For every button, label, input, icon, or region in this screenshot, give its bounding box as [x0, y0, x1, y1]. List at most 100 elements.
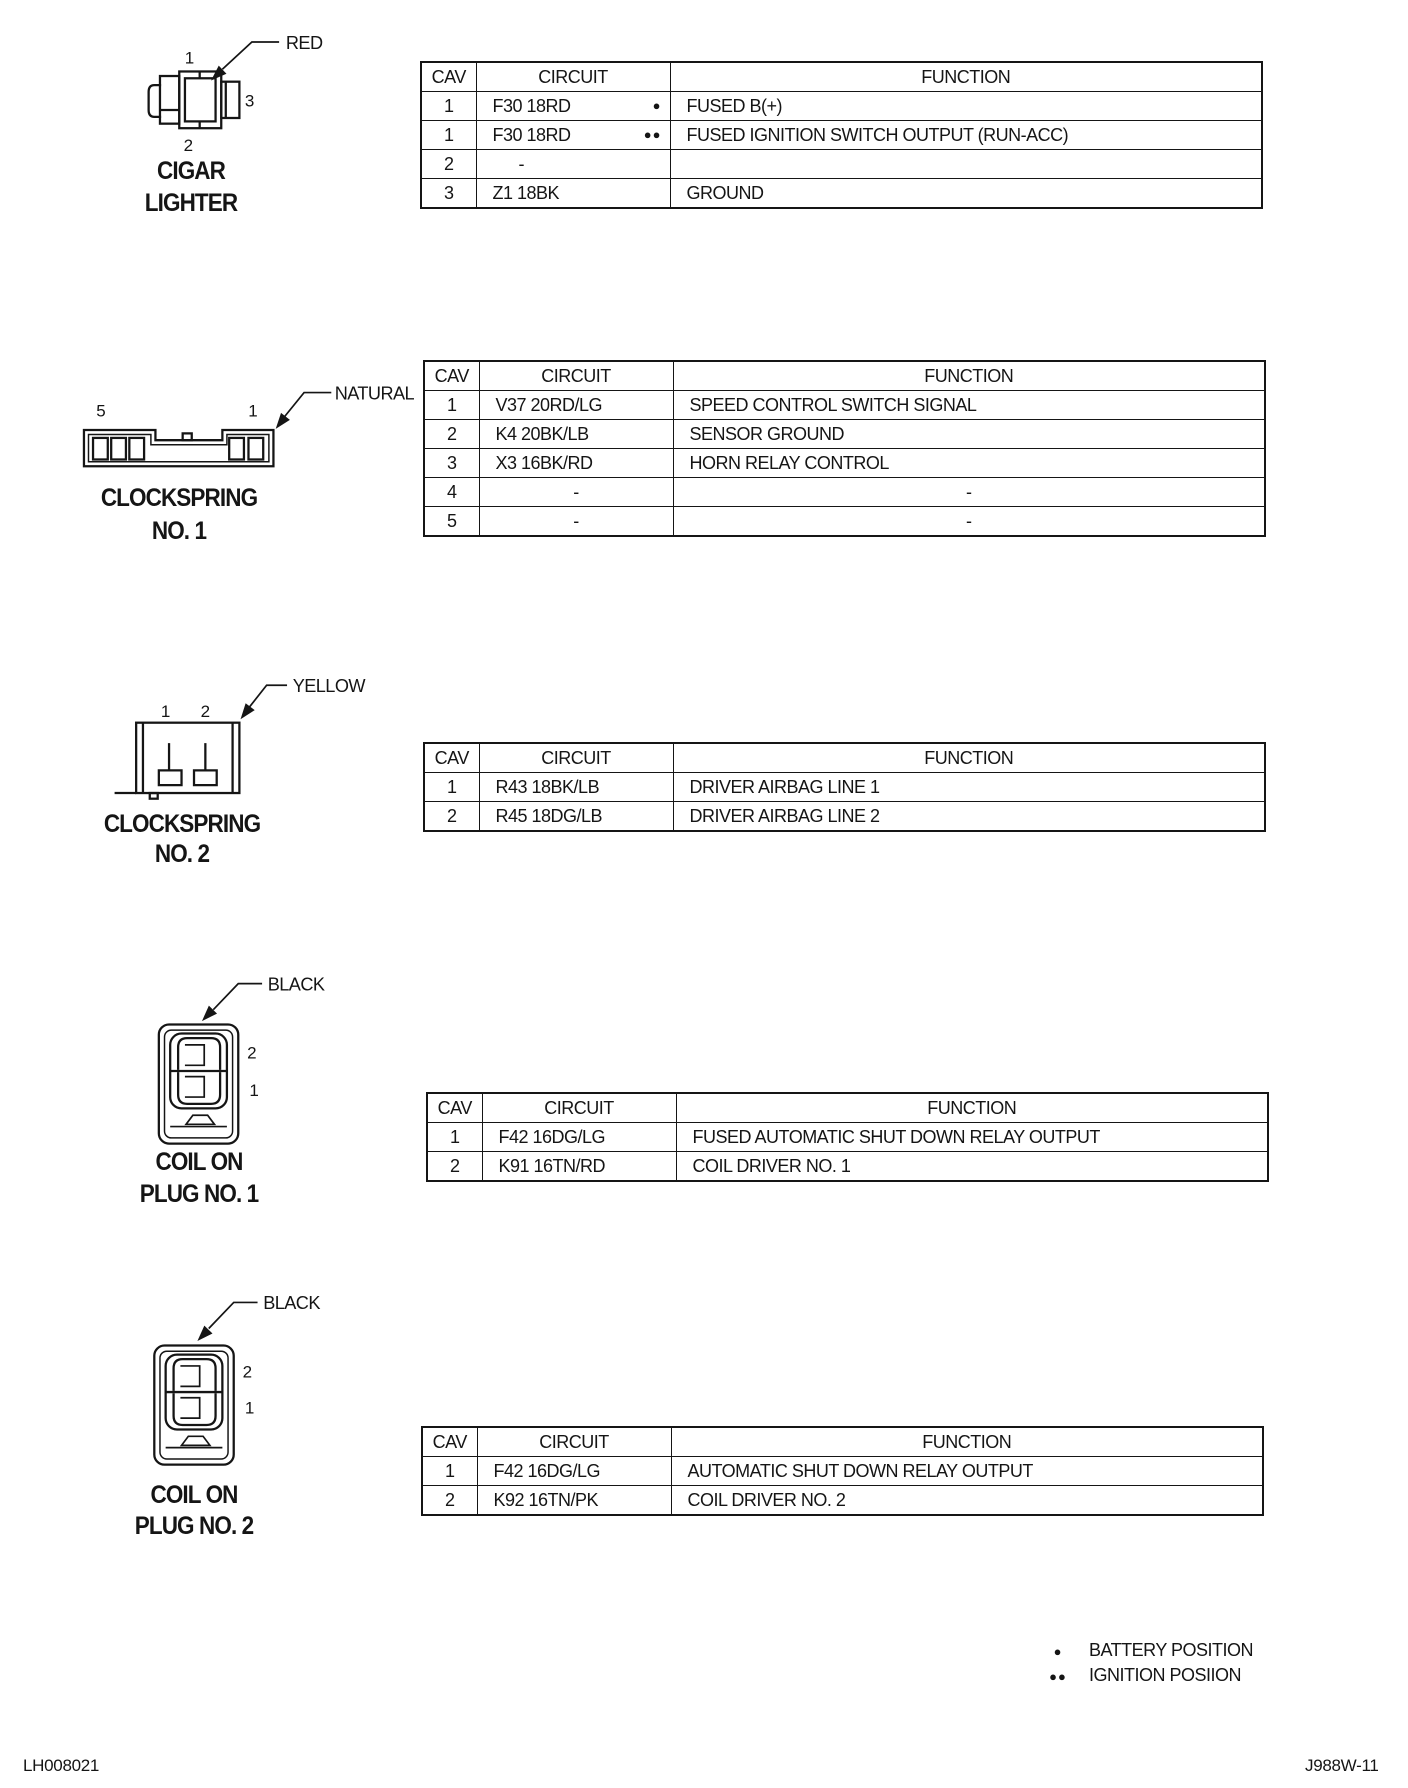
- legend-label: BATTERY POSITION: [1089, 1640, 1254, 1660]
- function-description: SPEED CONTROL SWITCH SIGNAL: [672, 390, 1266, 420]
- cavity-number: 1: [426, 1122, 483, 1152]
- circuit-cell: R43 18BK/LB: [478, 772, 674, 802]
- color-leader-arrow: [275, 391, 332, 429]
- circuit-cell: -: [475, 149, 671, 179]
- connector-title-line: PLUG NO. 1: [139, 1180, 259, 1208]
- battery-position-symbol: ●: [1053, 1644, 1063, 1659]
- table-row: 2 K4 20BK/LB SENSOR GROUND: [423, 419, 1266, 449]
- circuit-cell: F42 16DG/LG: [481, 1122, 677, 1152]
- table-row: 4--: [423, 477, 1266, 507]
- circuit-code: V37 20RD/LG: [495, 395, 603, 415]
- footer-figure-code: J988W-11: [1305, 1756, 1379, 1775]
- circuit-cell: V37 20RD/LG: [478, 390, 674, 420]
- cavity-number: 2: [421, 1485, 478, 1516]
- pin-label: 1: [161, 702, 170, 721]
- coil-on-plug-no2-connector-icon: [153, 1344, 235, 1466]
- circuit-code: R45 18DG/LB: [495, 806, 603, 826]
- circuit-code: F42 16DG/LG: [498, 1127, 606, 1147]
- function-description: -: [672, 506, 1266, 537]
- pin-label: 5: [96, 401, 105, 420]
- table-row: 2 R45 18DG/LB DRIVER AIRBAG LINE 2: [423, 801, 1266, 832]
- function-description: COIL DRIVER NO. 2: [670, 1485, 1264, 1516]
- circuit-code: X3 16BK/RD: [495, 453, 594, 473]
- circuit-code: Z1 18BK: [492, 183, 560, 203]
- circuit-code: F30 18RD: [492, 96, 572, 116]
- connector-color-label: BLACK: [268, 974, 325, 994]
- cavity-number: 2: [423, 801, 480, 832]
- footer-document-code: LH008021: [23, 1756, 100, 1775]
- circuit-cell: R45 18DG/LB: [478, 801, 674, 832]
- cavity-number: 1: [420, 120, 477, 150]
- cavity-number: 1: [423, 772, 480, 802]
- header-cav: CAV: [421, 1426, 478, 1457]
- legend-label: IGNITION POSIION: [1089, 1665, 1242, 1685]
- clockspring-no2-connector-icon: [114, 721, 241, 800]
- circuit-cell: K91 16TN/RD: [481, 1151, 677, 1182]
- circuit-cell: -: [478, 506, 674, 537]
- connector-title-line: CIGAR: [156, 157, 226, 185]
- header-circuit: CIRCUIT: [478, 360, 674, 391]
- connector-title: CIGAR LIGHTER: [41, 155, 341, 219]
- color-leader-arrow: [240, 684, 288, 720]
- circuit-code: F30 18RD: [492, 125, 572, 145]
- header-cav: CAV: [426, 1092, 483, 1123]
- function-description: DRIVER AIRBAG LINE 2: [672, 801, 1266, 832]
- color-leader-arrow: [211, 41, 280, 81]
- header-cav: CAV: [423, 360, 480, 391]
- circuit-cell: ● F30 18RD: [475, 91, 671, 121]
- color-leader-arrow: [201, 982, 263, 1022]
- circuit-cell: K92 16TN/PK: [476, 1485, 672, 1516]
- function-description: SENSOR GROUND: [672, 419, 1266, 449]
- cigar-lighter-connector-icon: [147, 70, 241, 130]
- cavity-number: 2: [423, 419, 480, 449]
- header-circuit: CIRCUIT: [476, 1426, 672, 1457]
- circuit-code: K4 20BK/LB: [495, 424, 590, 444]
- connector-title-line: NO. 2: [154, 840, 210, 868]
- header-function: FUNCTION: [669, 61, 1263, 92]
- connector-title-line: COIL ON: [155, 1148, 243, 1176]
- cavity-number: 1: [423, 390, 480, 420]
- table-row: 1 F42 16DG/LG FUSED AUTOMATIC SHUT DOWN RE…: [426, 1122, 1269, 1152]
- position-mark: ●: [652, 98, 662, 113]
- pin-label: 3: [245, 92, 254, 111]
- function-description: HORN RELAY CONTROL: [672, 448, 1266, 478]
- clockspring-no1-connector-icon: [82, 428, 275, 468]
- connector-color-label: BLACK: [263, 1293, 320, 1313]
- circuit-cell: X3 16BK/RD: [478, 448, 674, 478]
- table-row: 1 V37 20RD/LG SPEED CONTROL SWITCH SIGNAL: [423, 390, 1266, 420]
- header-circuit: CIRCUIT: [481, 1092, 677, 1123]
- table-row: 1 ● F30 18RD FUSED B(+): [420, 91, 1263, 121]
- header-function: FUNCTION: [672, 742, 1266, 773]
- header-function: FUNCTION: [670, 1426, 1264, 1457]
- connector-title-line: PLUG NO. 2: [134, 1512, 254, 1540]
- header-circuit: CIRCUIT: [475, 61, 671, 92]
- cavity-number: 1: [421, 1456, 478, 1486]
- circuit-code: -: [518, 154, 525, 174]
- pin-label: 1: [185, 49, 194, 68]
- connector-title: CLOCKSPRING NO. 1: [29, 482, 329, 548]
- circuit-code: -: [573, 511, 579, 531]
- connector-title-line: CLOCKSPRING: [100, 484, 258, 512]
- pin-label: 2: [184, 136, 193, 155]
- cavity-number: 1: [420, 91, 477, 121]
- function-description: FUSED B(+): [669, 91, 1263, 121]
- cavity-number: 5: [423, 506, 480, 537]
- table-row: 3 Z1 18BK GROUND: [420, 178, 1263, 209]
- function-description: FUSED AUTOMATIC SHUT DOWN RELAY OUTPUT: [675, 1122, 1269, 1152]
- connector-color-label: RED: [286, 33, 323, 53]
- cavity-number: 3: [420, 178, 477, 209]
- cavity-number: 2: [426, 1151, 483, 1182]
- circuit-cell: K4 20BK/LB: [478, 419, 674, 449]
- function-description: GROUND: [669, 178, 1263, 209]
- legend: ●BATTERY POSITION ●●IGNITION POSIION: [1036, 1640, 1253, 1690]
